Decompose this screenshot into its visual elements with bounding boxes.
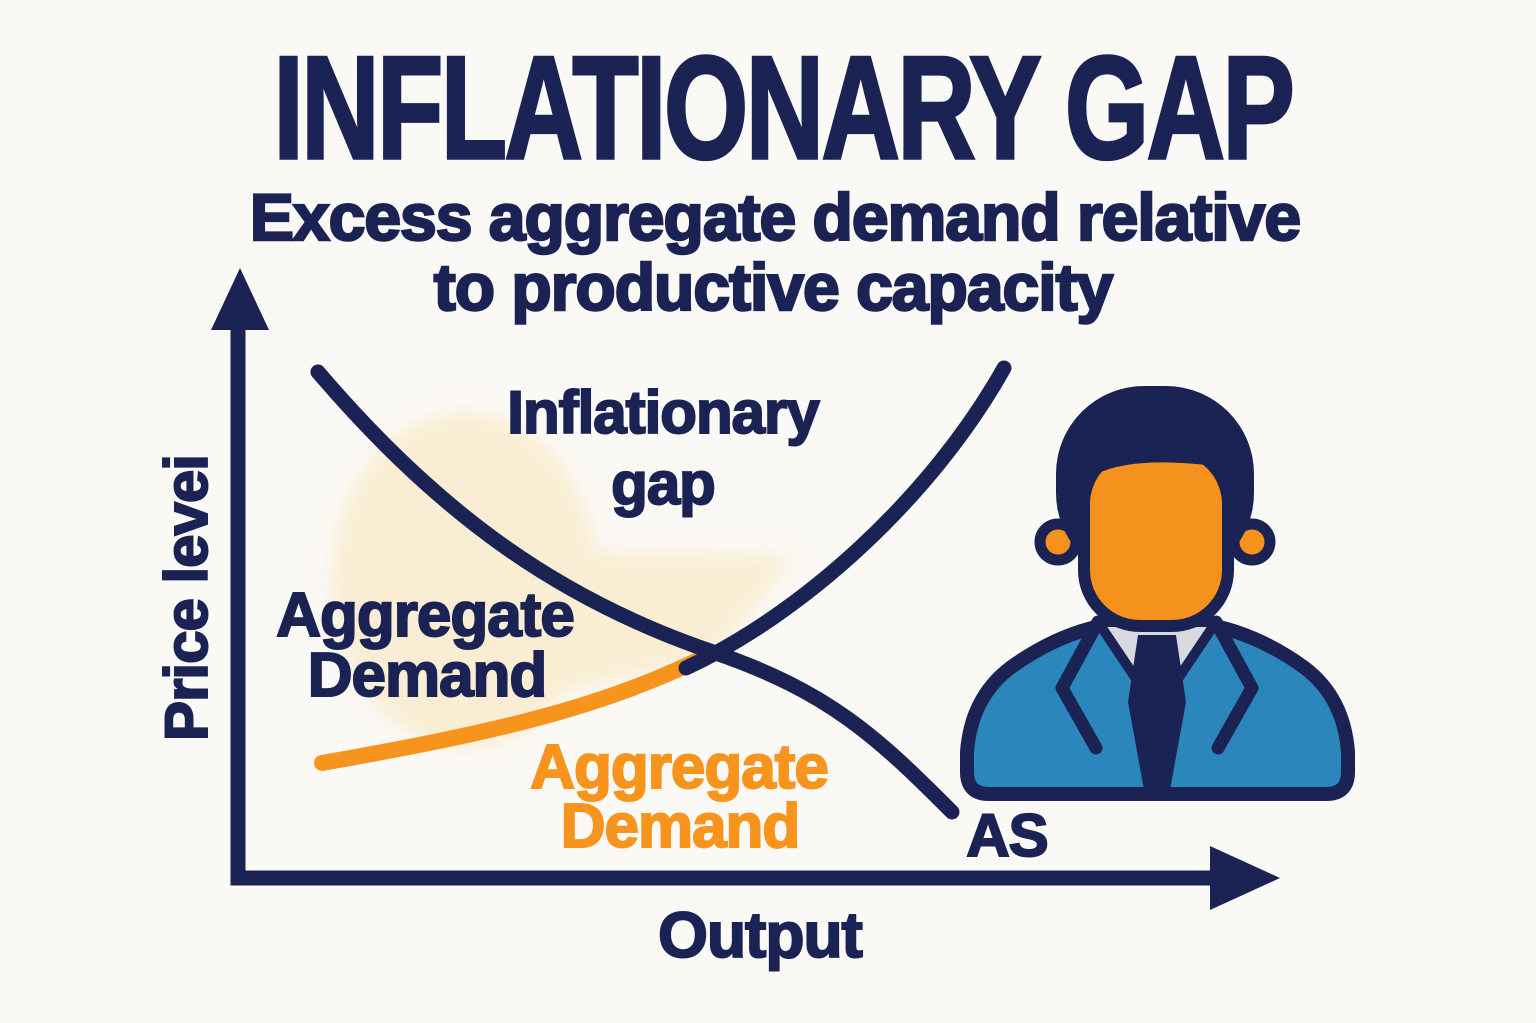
aggregate-demand-orange-label-line1: Aggregate <box>529 733 830 802</box>
lapel-right <box>1209 615 1259 755</box>
businessman-icon <box>960 386 1355 801</box>
x-axis-label: Output <box>657 899 864 971</box>
tie <box>1128 635 1186 790</box>
face <box>1078 442 1234 632</box>
aggregate-demand-navy-label-line2: Demand <box>307 641 549 710</box>
gap-shading-blob <box>332 412 598 748</box>
lapel-left <box>1055 615 1105 755</box>
y-axis-arrow <box>211 268 269 330</box>
as-curve-label: AS <box>965 802 1049 869</box>
axes-lines <box>230 318 1212 886</box>
aggregate-demand-orange-label-line2: Demand <box>560 792 802 861</box>
subtitle-line1: Excess aggregate demand relative <box>249 180 1303 254</box>
aggregate-demand-navy-label-line1: Aggregate <box>275 581 576 650</box>
ad-curve-orange <box>314 647 716 771</box>
inflationary-gap-label-line2: gap <box>610 450 717 517</box>
subtitle-line2: to productive capacity <box>432 250 1114 324</box>
x-axis-arrow <box>1210 846 1280 910</box>
ad-curve-navy <box>310 364 960 820</box>
hair-fringe <box>1084 440 1228 482</box>
main-title: INFLATIONARY GAP <box>272 26 1296 189</box>
inflationary-gap-label-line1: Inflationary <box>506 379 820 446</box>
y-axis-label: Price levei <box>152 454 221 742</box>
as-curve-navy <box>678 360 1012 676</box>
